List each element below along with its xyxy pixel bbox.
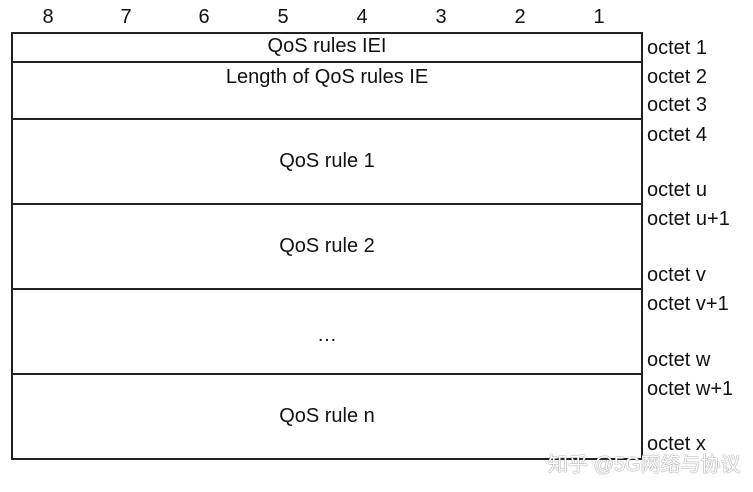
octet-label: octet w — [647, 349, 711, 371]
octet-label: octet u+1 — [647, 208, 730, 230]
bit-8: 8 — [42, 6, 54, 28]
octet-label: octet v — [647, 264, 706, 286]
bit-7: 7 — [120, 6, 132, 28]
octet-label: octet u — [647, 179, 708, 201]
row-qos-rule-2: QoS rule 2 — [13, 205, 641, 290]
row-label: QoS rule 2 — [279, 235, 375, 257]
octet-label: octet 1 — [647, 37, 708, 59]
row-label: … — [317, 324, 337, 346]
octet-label: octet w+1 — [647, 378, 734, 400]
octet-label: octet x — [647, 433, 706, 455]
bit-1: 1 — [593, 6, 605, 28]
row-qos-rule-1: QoS rule 1 — [13, 120, 641, 205]
row-label: QoS rule 1 — [279, 150, 375, 172]
row-label: QoS rule n — [279, 405, 375, 427]
qos-rules-ie-table: QoS rules IEI Length of QoS rules IE QoS… — [11, 32, 643, 460]
bit-5: 5 — [277, 6, 289, 28]
bit-2: 2 — [514, 6, 526, 28]
row-qos-rule-n: QoS rule n — [13, 375, 641, 460]
bit-4: 4 — [356, 6, 368, 28]
row-ellipsis: … — [13, 290, 641, 375]
row-length: Length of QoS rules IE — [13, 63, 641, 120]
bit-3: 3 — [435, 6, 447, 28]
bit-6: 6 — [198, 6, 210, 28]
row-iei: QoS rules IEI — [13, 34, 641, 63]
watermark: 知乎 @5G网络与协议 — [548, 454, 741, 476]
octet-label: octet v+1 — [647, 293, 729, 315]
octet-label: octet 2 — [647, 66, 708, 88]
octet-label: octet 3 — [647, 94, 708, 116]
row-label: QoS rules IEI — [267, 35, 387, 57]
row-label: Length of QoS rules IE — [225, 66, 429, 88]
octet-label: octet 4 — [647, 124, 708, 146]
